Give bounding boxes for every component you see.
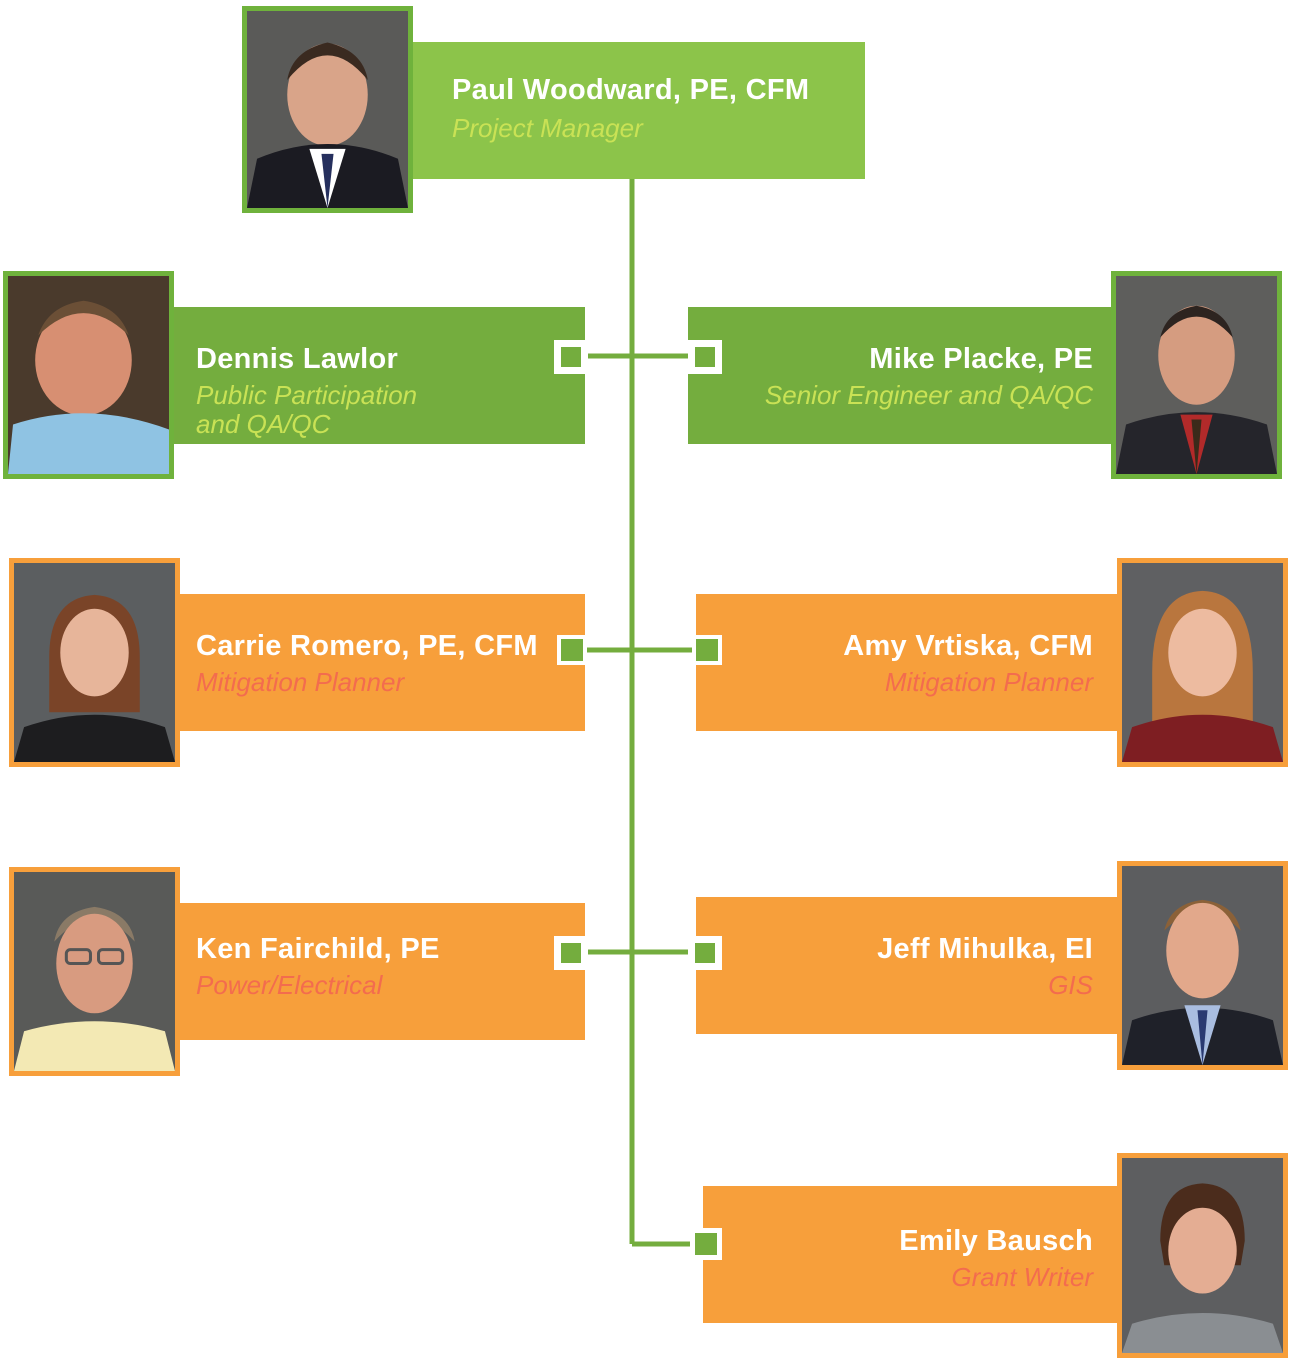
name-ken-fairchild: Ken Fairchild, PE <box>196 933 440 965</box>
role-dennis-lawlor-line1: Public Participation <box>196 380 418 410</box>
name-carrie-romero: Carrie Romero, PE, CFM <box>196 630 538 662</box>
card-jeff-mihulka: Jeff Mihulka, EI GIS <box>696 897 1122 1034</box>
photo-ken-fairchild <box>9 867 180 1076</box>
role-mike-placke: Senior Engineer and QA/QC <box>764 380 1093 410</box>
role-carrie-romero: Mitigation Planner <box>196 667 405 697</box>
card-emily-bausch: Emily Bausch Grant Writer <box>703 1186 1122 1323</box>
card-paul-woodward: Paul Woodward, PE, CFM Project Manager <box>408 42 865 179</box>
name-dennis-lawlor: Dennis Lawlor <box>196 343 399 375</box>
photo-dennis-lawlor <box>3 271 174 479</box>
role-ken-fairchild: Power/Electrical <box>196 970 383 1000</box>
name-paul-woodward: Paul Woodward, PE, CFM <box>452 74 810 106</box>
name-emily-bausch: Emily Bausch <box>899 1225 1093 1257</box>
photo-mike-placke <box>1111 271 1282 479</box>
name-jeff-mihulka: Jeff Mihulka, EI <box>877 933 1093 965</box>
name-amy-vrtiska: Amy Vrtiska, CFM <box>843 630 1093 662</box>
role-emily-bausch: Grant Writer <box>951 1262 1093 1292</box>
role-paul-woodward: Project Manager <box>452 113 643 143</box>
role-dennis-lawlor-line2: and QA/QC <box>196 409 331 439</box>
card-amy-vrtiska: Amy Vrtiska, CFM Mitigation Planner <box>696 594 1122 731</box>
card-carrie-romero: Carrie Romero, PE, CFM Mitigation Planne… <box>174 594 585 731</box>
card-mike-placke: Mike Placke, PE Senior Engineer and QA/Q… <box>688 307 1118 444</box>
role-amy-vrtiska: Mitigation Planner <box>884 667 1093 697</box>
card-dennis-lawlor: Dennis Lawlor Public Participation and Q… <box>168 307 585 444</box>
photo-jeff-mihulka <box>1117 861 1288 1070</box>
name-mike-placke: Mike Placke, PE <box>869 343 1093 375</box>
photo-paul-woodward <box>242 6 413 213</box>
photo-carrie-romero <box>9 558 180 767</box>
card-ken-fairchild: Ken Fairchild, PE Power/Electrical <box>174 903 585 1040</box>
role-jeff-mihulka: GIS <box>1048 970 1093 1000</box>
photo-emily-bausch <box>1117 1153 1288 1358</box>
photo-amy-vrtiska <box>1117 558 1288 767</box>
